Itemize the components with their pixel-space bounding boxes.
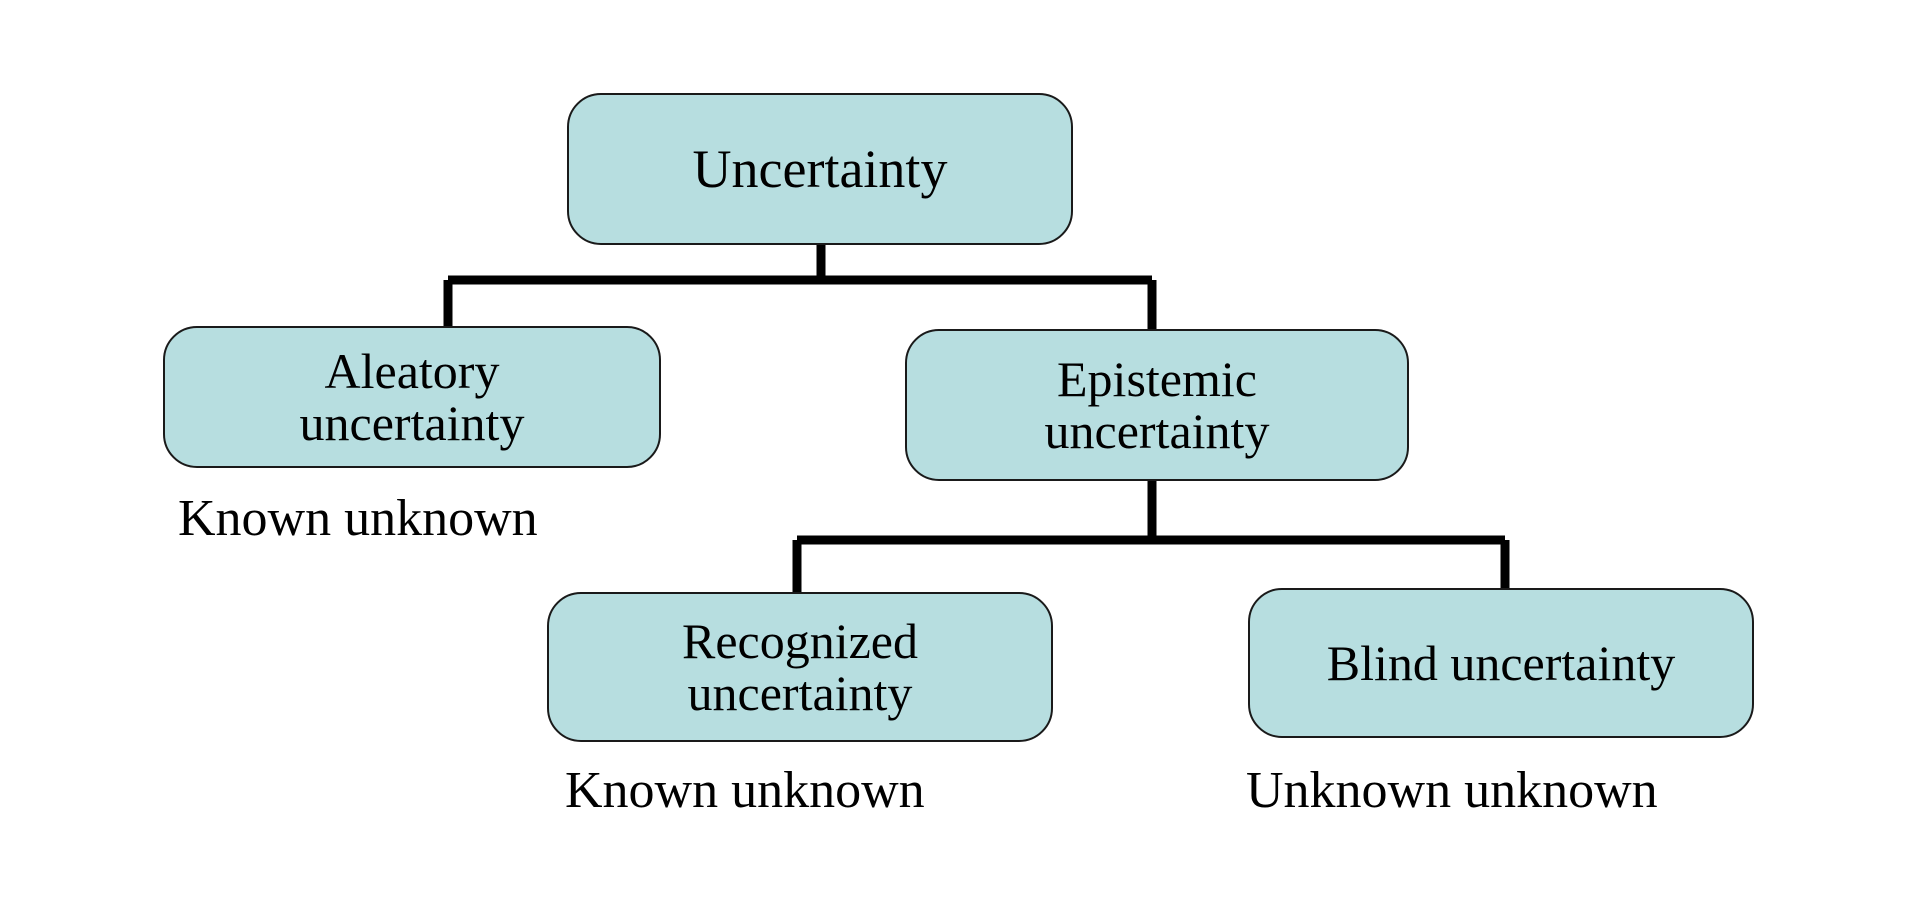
node-uncertainty-label: Uncertainty	[692, 138, 948, 199]
node-blind-uncertainty[interactable]: Blind uncertainty	[1248, 588, 1754, 738]
node-uncertainty[interactable]: Uncertainty	[567, 93, 1073, 245]
node-aleatory-uncertainty-label: Aleatory uncertainty	[299, 343, 525, 451]
node-recognized-uncertainty-label: Recognized uncertainty	[681, 613, 918, 721]
node-epistemic-uncertainty-label: Epistemic uncertainty	[1044, 351, 1270, 459]
node-blind-uncertainty-label: Blind uncertainty	[1326, 635, 1676, 691]
node-recognized-uncertainty[interactable]: Recognized uncertainty	[547, 592, 1053, 742]
caption-recognized-known-unknown: Known unknown	[565, 762, 925, 819]
caption-blind-unknown-unknown: Unknown unknown	[1246, 762, 1658, 819]
node-aleatory-uncertainty[interactable]: Aleatory uncertainty	[163, 326, 661, 468]
caption-aleatory-known-unknown: Known unknown	[178, 490, 538, 547]
node-epistemic-uncertainty[interactable]: Epistemic uncertainty	[905, 329, 1409, 481]
